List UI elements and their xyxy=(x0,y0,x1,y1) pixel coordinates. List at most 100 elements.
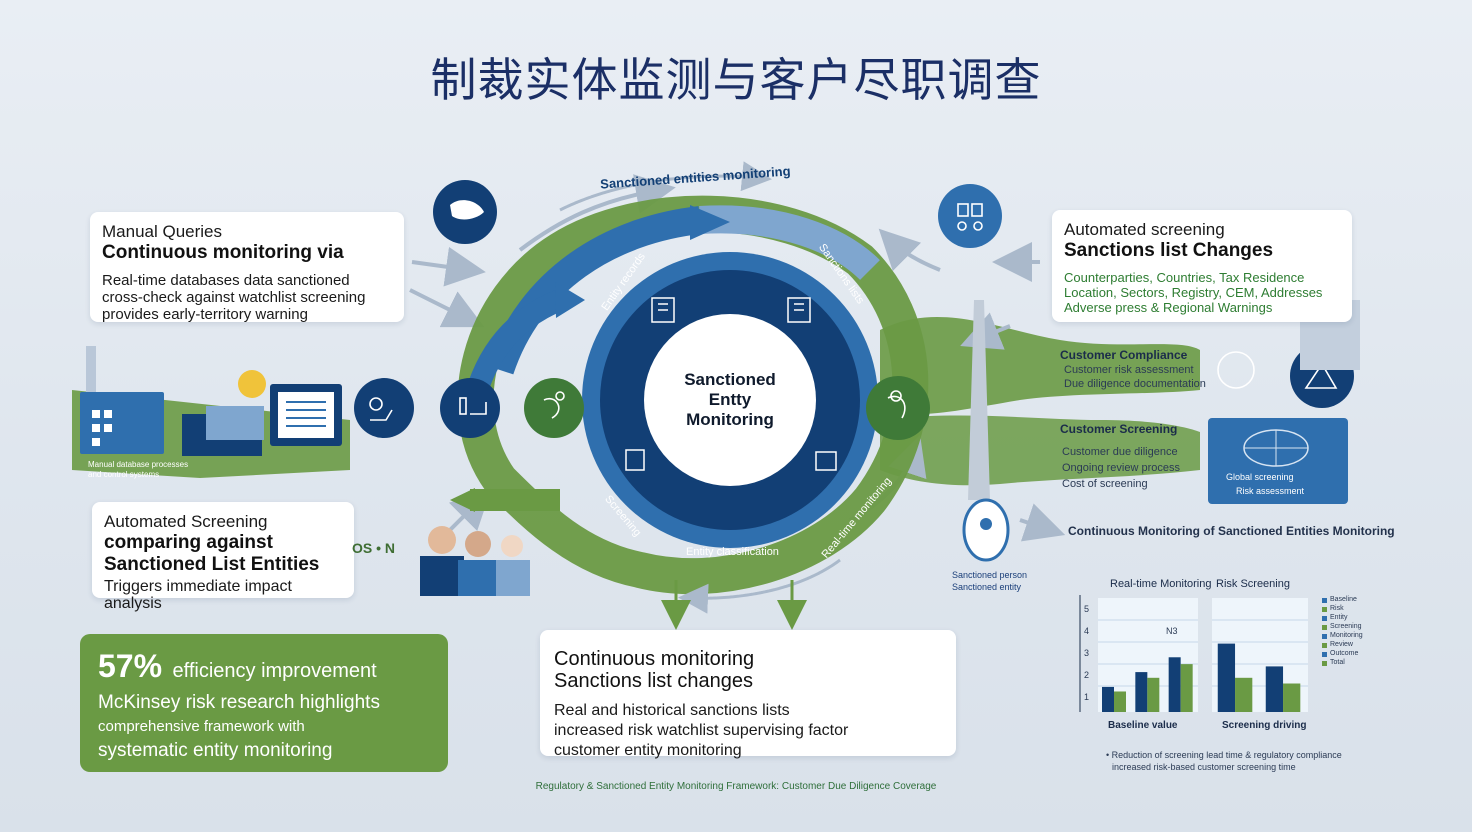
efficiency-label: efficiency improvement xyxy=(172,660,377,682)
stat-line-3: systematic entity monitoring xyxy=(98,740,333,761)
people-icon xyxy=(938,184,1002,248)
chart2-title: Risk Screening xyxy=(1216,578,1290,590)
right-group-2-title: Customer Screening xyxy=(1060,422,1178,436)
continuous-monitoring-card: Continuous monitoring Sanctions list cha… xyxy=(540,630,956,759)
inner-label-bottom: Entity classification xyxy=(686,546,779,558)
automated-screening-left-card: Automated Screening comparing against Sa… xyxy=(92,502,354,612)
chart2-bar xyxy=(1283,683,1301,712)
legend-swatch xyxy=(1322,643,1327,648)
right-group-2-c: Cost of screening xyxy=(1062,478,1148,490)
outer-green-loop xyxy=(457,195,929,595)
auto-left-label: Automated Screening xyxy=(104,512,268,531)
manual-queries-text-2: cross-check against watchlist screening xyxy=(102,289,366,306)
manual-queries-card: Manual Queries Continuous monitoring via… xyxy=(90,212,404,323)
continuous-text-1: Real and historical sanctions lists xyxy=(554,702,790,719)
continuous-heading-1: Continuous monitoring xyxy=(554,648,755,670)
legend-swatch xyxy=(1322,607,1327,612)
manual-queries-heading: Continuous monitoring via xyxy=(102,242,344,263)
right-group-1-title: Customer Compliance xyxy=(1060,348,1188,362)
manual-queries-label: Manual Queries xyxy=(102,222,223,241)
chart1-tick: 1 xyxy=(1084,692,1090,702)
auto-right-text-1: Counterparties, Countries, Tax Residence xyxy=(1064,270,1305,285)
chart1-bar xyxy=(1180,664,1193,712)
chart-note-1: • Reduction of screening lead time & reg… xyxy=(1106,750,1342,760)
auto-right-text-2: Location, Sectors, Registry, CEM, Addres… xyxy=(1064,285,1323,300)
automated-screening-right-card: Automated screening Sanctions list Chang… xyxy=(1052,210,1352,322)
chart-note-2: increased risk-based customer screening … xyxy=(1112,762,1296,772)
chart1-bar xyxy=(1114,691,1126,712)
chart1-tick: 5 xyxy=(1084,604,1090,614)
right-group-2-a: Customer due diligence xyxy=(1062,446,1178,458)
legend-item: Monitoring xyxy=(1330,632,1363,639)
left-illustration xyxy=(80,346,342,456)
chart1-tick: 4 xyxy=(1084,626,1090,636)
people-group-icon xyxy=(420,526,530,596)
center-line-2: Entty xyxy=(708,390,752,409)
chart2-xlabel: Screening driving xyxy=(1222,720,1307,731)
side-note: OS • N xyxy=(352,540,396,556)
chart1-title: Real-time Monitoring xyxy=(1110,578,1212,590)
legend-item: Total xyxy=(1330,659,1345,666)
chart1-bars xyxy=(1102,657,1193,712)
legend-item: Outcome xyxy=(1330,650,1359,657)
legend-item: Baseline xyxy=(1330,596,1357,603)
chart2-bars xyxy=(1217,643,1301,712)
continuous-heading-2: Sanctions list changes xyxy=(554,670,754,692)
chart1-bar xyxy=(1147,677,1160,712)
inner-ring-icons xyxy=(625,297,837,471)
right-group-1-b: Due diligence documentation xyxy=(1064,378,1206,390)
continuous-text-3: customer entity monitoring xyxy=(554,742,742,759)
chart2-bar xyxy=(1217,643,1236,712)
legend-item: Screening xyxy=(1330,623,1362,630)
badge-label-a: Sanctioned person xyxy=(952,570,1028,580)
legend-swatch xyxy=(1322,652,1327,657)
badge-label-b: Sanctioned entity xyxy=(952,582,1022,592)
chart1-bar xyxy=(1102,686,1114,712)
auto-left-text: Triggers immediate impact analysis xyxy=(104,578,292,612)
stat-line-2: comprehensive framework with xyxy=(98,718,305,735)
center-line-1: Sanctioned xyxy=(684,370,776,389)
legend-item: Review xyxy=(1330,641,1353,648)
footer-note: Regulatory & Sanctioned Entity Monitorin… xyxy=(535,781,937,792)
legend-item: Entity xyxy=(1330,614,1348,621)
center-label: Sanctioned Entty Monitoring xyxy=(650,370,810,430)
manual-queries-text-3: provides early-territory warning xyxy=(102,306,308,323)
legend-swatch xyxy=(1322,598,1327,603)
stat-line-1: McKinsey risk research highlights xyxy=(98,692,380,713)
page-title: 制裁实体监测与客户尽职调查 xyxy=(430,53,1042,107)
auto-right-text-3: Adverse press & Regional Warnings xyxy=(1064,300,1273,315)
right-group-1-a: Customer risk assessment xyxy=(1064,364,1194,376)
manual-queries-text-1: Real-time databases data sanctioned xyxy=(102,272,350,289)
chart1-tick: 3 xyxy=(1084,648,1090,658)
center-line-3: Monitoring xyxy=(686,410,774,429)
screening-panel xyxy=(1208,418,1348,504)
legend-swatch xyxy=(1322,616,1327,621)
chart-legend-marks xyxy=(1322,598,1327,666)
tower xyxy=(968,300,990,500)
sanctions-changes-heading: Sanctions list Changes xyxy=(1064,240,1274,261)
right-green-band-2 xyxy=(880,415,1200,486)
chart2-bar xyxy=(1265,666,1284,712)
legend-item: Risk xyxy=(1330,605,1344,612)
auto-left-heading-1: comparing against xyxy=(104,532,273,553)
chart1-bar xyxy=(1135,672,1148,712)
chart1-tick: 2 xyxy=(1084,670,1090,680)
left-block-label-b: and control systems xyxy=(88,470,160,479)
coin-icon xyxy=(238,370,266,398)
efficiency-percent: 57% xyxy=(98,648,163,684)
center-disc xyxy=(644,314,816,486)
right-group-2-b: Ongoing review process xyxy=(1062,462,1181,474)
efficiency-stat-card: 57% efficiency improvement McKinsey risk… xyxy=(80,634,448,772)
icon-row xyxy=(354,376,930,440)
left-block-label-a: Manual database processes xyxy=(88,460,189,469)
legend-swatch xyxy=(1322,661,1327,666)
chart2-bar xyxy=(1235,677,1253,712)
screening-panel-b: Risk assessment xyxy=(1236,486,1305,496)
screening-panel-a: Global screening xyxy=(1226,472,1294,482)
right-green-band xyxy=(880,317,1200,415)
legend-swatch xyxy=(1322,625,1327,630)
automated-screening-label: Automated screening xyxy=(1064,220,1225,239)
continuous-monitoring-label: Continuous Monitoring of Sanctioned Enti… xyxy=(1068,524,1395,538)
chart1-bar xyxy=(1168,657,1181,712)
